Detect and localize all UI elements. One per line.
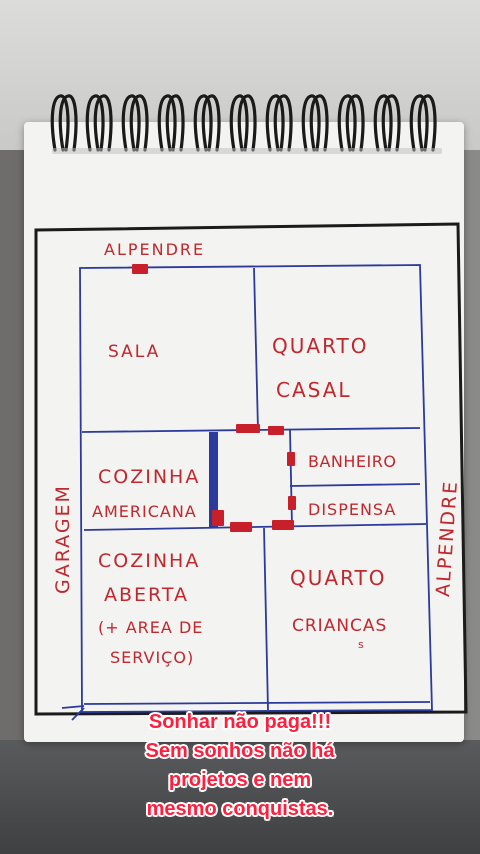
- label-quarto-criancas-1: QUARTO: [290, 566, 387, 590]
- label-quarto-casal-2: CASAL: [276, 378, 352, 402]
- label-cozinha-americana-2: AMERICANA: [92, 502, 197, 521]
- ring-11: [409, 94, 437, 152]
- caption-line-2: Sem sonhos não há: [145, 740, 335, 762]
- label-quarto-casal-1: QUARTO: [272, 334, 369, 358]
- label-sala: SALA: [108, 342, 161, 362]
- ring-8: [301, 94, 329, 152]
- background-right: [462, 150, 480, 750]
- garage-edge-1: [61, 705, 85, 709]
- ring-10: [373, 94, 401, 152]
- spiral-binding: [50, 94, 442, 154]
- ring-9: [337, 94, 365, 152]
- door-dispensa: [288, 496, 296, 510]
- label-banheiro: BANHEIRO: [308, 452, 397, 471]
- ring-7: [265, 94, 293, 152]
- caption-line-1: Sonhar não paga!!!: [148, 711, 332, 733]
- label-cozinha-aberta-2: ABERTA: [104, 584, 189, 606]
- label-dispensa: DISPENSA: [308, 500, 397, 519]
- wall-bath-dispensa: [289, 483, 421, 487]
- door-core-1: [236, 424, 260, 433]
- label-cozinha-americana-1: COZINHA: [98, 466, 201, 488]
- caption-line-3: projetos e nem: [168, 769, 312, 791]
- ring-4: [157, 94, 185, 152]
- label-quarto-criancas-2: CRIANCAS: [292, 616, 388, 636]
- door-cozinha: [212, 510, 224, 526]
- ring-5: [193, 94, 221, 152]
- door-bottom-2: [272, 520, 294, 530]
- wall-core-bath: [289, 429, 293, 527]
- wall-aberta-criancas: [263, 527, 269, 711]
- door-alpendre: [132, 264, 148, 274]
- label-cozinha-aberta-3: (+ AREA DE: [98, 618, 204, 637]
- ring-1: [50, 94, 78, 152]
- background-table: [0, 740, 480, 854]
- ring-3: [121, 94, 149, 152]
- label-cozinha-aberta-1: COZINHA: [98, 550, 201, 572]
- label-alpendre-top: ALPENDRE: [104, 240, 206, 259]
- cozinha-wall-blue: [209, 432, 218, 528]
- ring-2: [85, 94, 113, 152]
- caption-overlay: Sonhar não paga!!! Sem sonhos não há pro…: [0, 708, 480, 824]
- wall-mid-row: [83, 523, 427, 531]
- door-core-2: [268, 426, 284, 435]
- caption-line-4: mesmo conquistas.: [146, 798, 334, 820]
- house-outline: [79, 264, 433, 713]
- door-bath: [287, 452, 295, 466]
- wall-bottom: [83, 701, 431, 705]
- label-quarto-criancas-s: s: [358, 638, 364, 651]
- outer-boundary: [34, 222, 468, 716]
- label-cozinha-aberta-4: SERVIÇO): [110, 648, 195, 667]
- wall-sala-quarto: [253, 267, 259, 431]
- ring-6: [229, 94, 257, 152]
- door-bottom-1: [230, 522, 252, 532]
- garage-edge-2: [71, 707, 85, 721]
- label-garagem: GARAGEM: [52, 484, 74, 594]
